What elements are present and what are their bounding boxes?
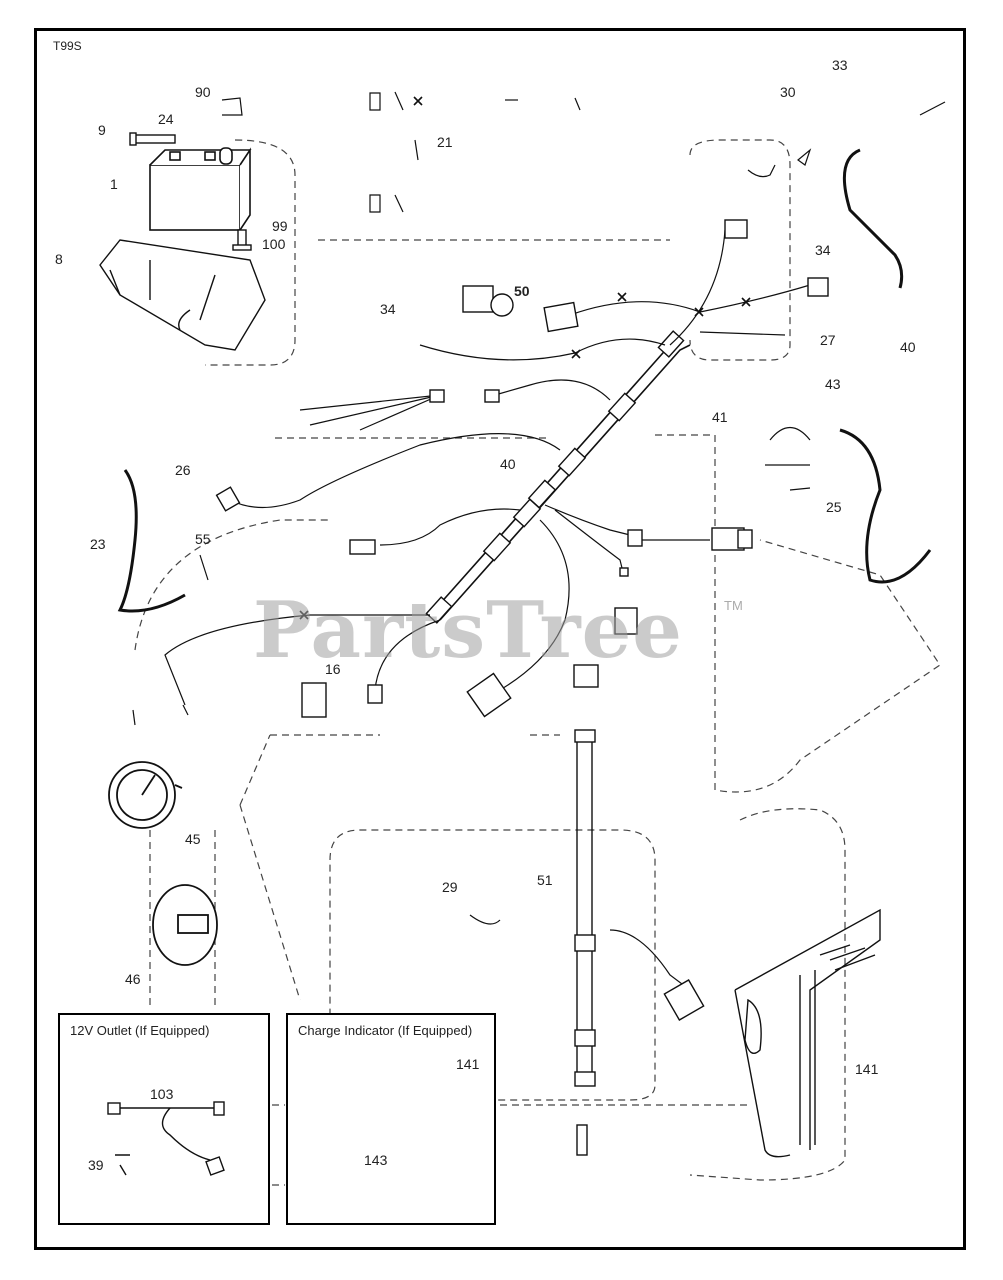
frame-outline-left: [134, 519, 330, 651]
callout-29: 29: [442, 879, 458, 895]
battery-bolt: [129, 132, 252, 251]
lower-harness: [576, 730, 593, 1085]
callout-46: 46: [125, 971, 141, 987]
inset-charge-indicator: Charge Indicator (If Equipped) 141 143: [286, 1013, 496, 1225]
callout-26: 26: [175, 462, 191, 478]
outlet-harness-drawing: [107, 1101, 225, 1176]
frame-outline-upper: [275, 434, 941, 793]
callout-40-center: 40: [500, 456, 516, 472]
fender-switch-plate: [734, 908, 881, 1158]
callout-41: 41: [712, 409, 728, 425]
battery-cables: [117, 148, 932, 613]
callout-55: 55: [195, 531, 211, 547]
callout-39: 39: [88, 1157, 104, 1173]
main-harness: [429, 339, 691, 621]
battery: [149, 147, 252, 231]
callout-103: 103: [150, 1086, 174, 1102]
small-hardware: [132, 91, 946, 1191]
seat-outline: [329, 829, 656, 1101]
watermark-trademark: TM: [724, 598, 743, 613]
figure-id: T99S: [53, 39, 82, 53]
harness-wires: [164, 229, 811, 991]
cut-marks: [299, 96, 751, 620]
callout-23: 23: [90, 536, 106, 552]
inset-charge-indicator-title: Charge Indicator (If Equipped): [298, 1023, 473, 1038]
callout-50: 50: [514, 283, 530, 299]
inset-12v-outlet: 12V Outlet (If Equipped) 103 39: [58, 1013, 270, 1225]
callout-141-inset: 141: [456, 1056, 480, 1072]
callout-99: 99: [272, 218, 288, 234]
callout-40-right: 40: [900, 339, 916, 355]
callout-34-left: 34: [380, 301, 396, 317]
fender-outline: [500, 808, 846, 1181]
battery-tray: [99, 239, 266, 351]
watermark-brand: PartsTree: [253, 585, 683, 676]
hour-meter-gauge: [108, 761, 183, 829]
callout-27: 27: [820, 332, 836, 348]
inset-12v-outlet-title: 12V Outlet (If Equipped): [70, 1023, 210, 1038]
callout-100: 100: [262, 236, 286, 252]
callout-1: 1: [110, 176, 118, 192]
callout-30: 30: [780, 84, 796, 100]
callout-33: 33: [832, 57, 848, 73]
callout-16: 16: [325, 661, 341, 677]
callout-51: 51: [537, 872, 553, 888]
callout-34-right: 34: [815, 242, 831, 258]
callout-90: 90: [195, 84, 211, 100]
battery-area-outline: [205, 139, 296, 366]
charge-gauge: [152, 884, 218, 966]
callout-24: 24: [158, 111, 174, 127]
inset-link-lines: [272, 1104, 285, 1186]
callout-21: 21: [437, 134, 453, 150]
callout-9: 9: [98, 122, 106, 138]
callout-8: 8: [55, 251, 63, 267]
connectors: [215, 219, 829, 1156]
callout-143: 143: [364, 1152, 388, 1168]
callout-45: 45: [185, 831, 201, 847]
hood-outline-top: [689, 139, 791, 361]
callout-43: 43: [825, 376, 841, 392]
harness-clips: [425, 330, 685, 624]
callout-25: 25: [826, 499, 842, 515]
body-outline: [149, 734, 301, 1005]
callout-141-fender: 141: [855, 1061, 879, 1077]
